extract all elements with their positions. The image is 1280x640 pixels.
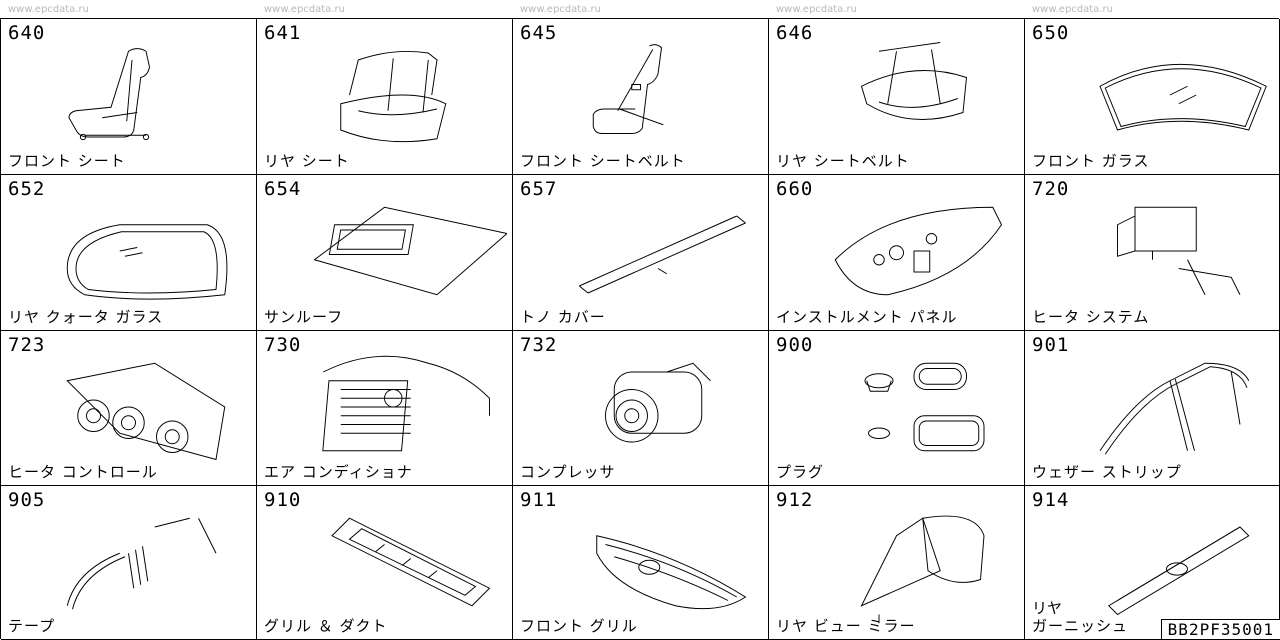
part-category-code: 901 [1032,334,1070,356]
windshield-icon [1065,25,1275,165]
part-category-name: ウェザー ストリップ [1032,463,1182,481]
part-category-cell[interactable]: 654 サンルーフ [257,175,513,331]
front-grille-icon [553,492,763,632]
part-category-cell[interactable]: 900 プラグ [769,331,1025,486]
part-category-code: 645 [520,22,558,44]
part-category-name: インストルメント パネル [776,308,958,326]
part-category-name: プラグ [776,463,825,481]
weather-strip-icon [1065,337,1275,477]
part-category-code: 641 [264,22,302,44]
part-category-code: 652 [8,178,46,200]
part-category-name: フロント ガラス [1032,152,1150,170]
part-category-cell[interactable]: 914 リヤガーニッシュ [1025,486,1280,640]
part-category-name: エア コンディショナ [264,463,413,481]
part-category-name: コンプレッサ [520,463,616,481]
part-category-code: 911 [520,489,558,511]
part-category-code: 650 [1032,22,1070,44]
parts-category-grid: 640 フロント シート 641 リヤ シート 645 フロント シートベルト 646 リヤ … [0,18,1280,640]
part-category-cell[interactable]: 652 リヤ クォータ ガラス [1,175,257,331]
part-category-cell[interactable]: 732 コンプレッサ [513,331,769,486]
part-category-code: 723 [8,334,46,356]
part-category-name: リヤ シートベルト [776,152,910,170]
part-category-name: テープ [8,617,56,635]
part-category-code: 914 [1032,489,1070,511]
part-category-name: フロント シートベルト [520,152,686,170]
part-category-code: 912 [776,489,814,511]
part-category-cell[interactable]: 730 エア コンディショナ [257,331,513,486]
part-category-cell[interactable]: 645 フロント シートベルト [513,19,769,175]
part-category-cell[interactable]: 901 ウェザー ストリップ [1025,331,1280,486]
part-category-cell[interactable]: 646 リヤ シートベルト [769,19,1025,175]
part-category-name: トノ カバー [520,308,606,326]
part-category-code: 720 [1032,178,1070,200]
part-category-name: リヤ クォータ ガラス [8,308,164,326]
part-category-code: 732 [520,334,558,356]
part-category-code: 660 [776,178,814,200]
plug-icon [809,337,1019,477]
part-category-code: 900 [776,334,814,356]
watermark-text: www.epcdata.ru [1032,4,1113,15]
diagram-code: BB2PF35001 [1160,619,1280,639]
part-category-name: ヒータ システム [1032,308,1150,326]
instrument-panel-icon [809,181,1019,321]
watermark-text: www.epcdata.ru [776,4,857,15]
rear-seat-icon [297,25,507,165]
part-category-code: 654 [264,178,302,200]
part-category-cell[interactable]: 660 インストルメント パネル [769,175,1025,331]
part-category-cell[interactable]: 650 フロント ガラス [1025,19,1280,175]
part-category-code: 657 [520,178,558,200]
part-category-code: 905 [8,489,46,511]
front-seatbelt-icon [553,25,763,165]
watermark-text: www.epcdata.ru [264,4,345,15]
part-category-name: グリル ＆ ダクト [264,617,388,635]
part-category-cell[interactable]: 657 トノ カバー [513,175,769,331]
heater-system-icon [1065,181,1275,321]
part-category-cell[interactable]: 720 ヒータ システム [1025,175,1280,331]
sunroof-icon [297,181,509,321]
part-category-code: 730 [264,334,302,356]
front-seat-icon [41,25,251,165]
part-category-cell[interactable]: 905 テープ [1,486,257,640]
part-category-name: リヤ ビュー ミラー [776,617,916,635]
part-category-name: リヤ [1032,599,1063,617]
tonneau-cover-icon [553,181,763,321]
rear-quarter-glass-icon [41,181,251,321]
rear-seatbelt-icon [809,25,1019,165]
part-category-name-line2: ガーニッシュ [1032,617,1129,635]
rear-garnish-icon [1065,492,1275,632]
part-category-code: 910 [264,489,302,511]
part-category-name: サンルーフ [264,308,344,326]
part-category-name: フロント グリル [520,617,638,635]
part-category-name: フロント シート [8,152,126,170]
part-category-code: 640 [8,22,46,44]
part-category-cell[interactable]: 910 グリル ＆ ダクト [257,486,513,640]
compressor-icon [553,337,763,477]
part-category-name: ヒータ コントロール [8,463,158,481]
part-category-cell[interactable]: 723 ヒータ コントロール [1,331,257,486]
part-category-cell[interactable]: 640 フロント シート [1,19,257,175]
heater-control-icon [41,337,251,477]
tape-icon [41,492,251,632]
air-conditioner-icon [297,337,507,477]
part-category-name: リヤ シート [264,152,350,170]
rear-view-mirror-icon [809,492,1019,632]
part-category-cell[interactable]: 911 フロント グリル [513,486,769,640]
part-category-cell[interactable]: 641 リヤ シート [257,19,513,175]
part-category-cell[interactable]: 912 リヤ ビュー ミラー [769,486,1025,640]
grille-duct-icon [297,492,507,632]
watermark-text: www.epcdata.ru [8,4,89,15]
watermark-text: www.epcdata.ru [520,4,601,15]
part-category-code: 646 [776,22,814,44]
